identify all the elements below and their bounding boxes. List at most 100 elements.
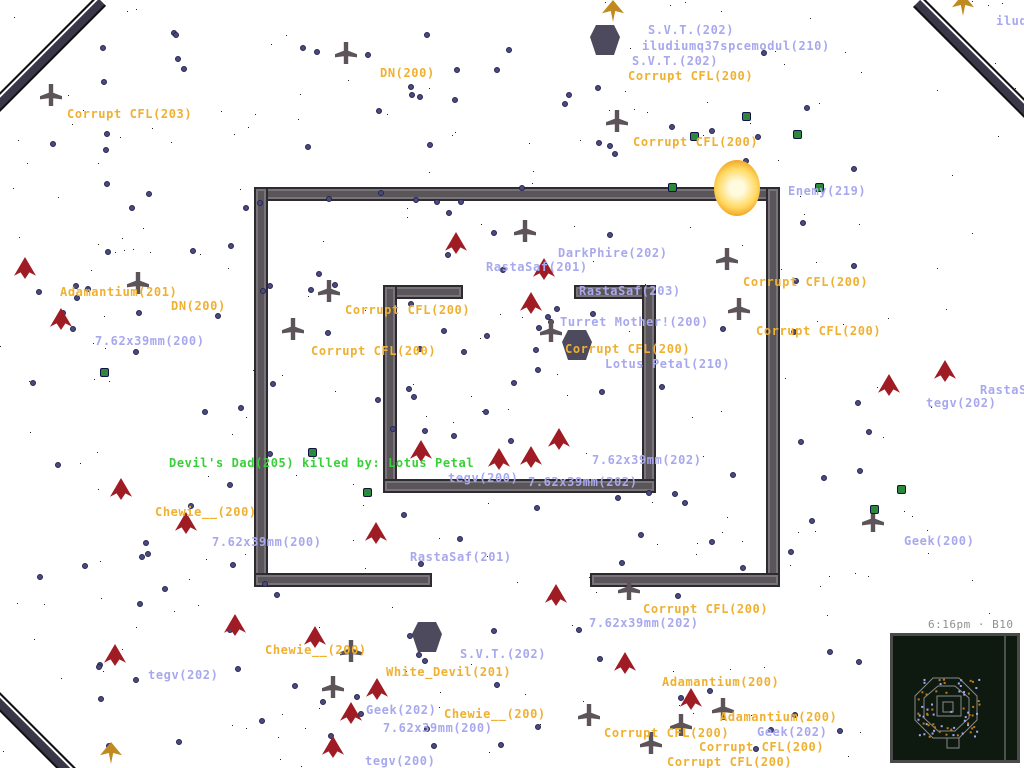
player-name-label: Corrupt CFL(200) (565, 342, 691, 356)
wall-diagonal-bottom-left (0, 692, 85, 768)
background-star (286, 35, 287, 36)
background-star (1015, 88, 1016, 89)
background-star (500, 314, 501, 315)
warbird-ship-icon (545, 584, 567, 606)
background-star (696, 554, 697, 555)
radar-blip (923, 678, 926, 681)
bullet-icon (267, 283, 273, 289)
player-name-label: RastaSaf(203) (579, 284, 681, 298)
background-star (103, 671, 104, 672)
background-star (692, 417, 693, 418)
background-star (61, 678, 62, 679)
bullet-icon (300, 45, 306, 51)
background-star (271, 44, 272, 45)
background-star (150, 252, 151, 253)
bullet-icon (740, 565, 746, 571)
bullet-icon (458, 199, 464, 205)
bullet-icon (30, 380, 36, 386)
background-star (308, 296, 309, 297)
bullet-icon (451, 433, 457, 439)
background-star (645, 284, 646, 285)
bullet-icon (720, 326, 726, 332)
background-star (68, 95, 69, 96)
background-star (800, 196, 801, 197)
bullet-icon (788, 549, 794, 555)
background-star (206, 559, 207, 560)
background-star (189, 579, 190, 580)
bullet-icon (646, 490, 652, 496)
bullet-icon (181, 66, 187, 72)
radar-blip (976, 730, 979, 733)
bullet-icon (417, 94, 423, 100)
wall-inner-bottom (383, 479, 656, 493)
bullet-icon (390, 426, 396, 432)
bullet-icon (866, 429, 872, 435)
radar-minimap[interactable] (890, 633, 1020, 763)
bullet-icon (190, 248, 196, 254)
background-star (703, 135, 704, 136)
background-star (750, 123, 751, 124)
player-name-label: 7.62x39mm(200) (95, 334, 205, 348)
radar-blip (952, 734, 955, 737)
background-star (353, 484, 354, 485)
background-star (697, 543, 698, 544)
background-star (0, 346, 1, 347)
background-star (989, 613, 990, 614)
background-star (855, 573, 856, 574)
background-star (888, 318, 889, 319)
radar-blip (917, 712, 920, 715)
radar-blip (956, 734, 959, 737)
leviathan-ship-icon (562, 330, 592, 360)
bullet-icon (175, 56, 181, 62)
bullet-icon (173, 32, 179, 38)
bullet-icon (483, 409, 489, 415)
bullet-icon (238, 405, 244, 411)
radar-blip (960, 679, 963, 682)
bullet-icon (411, 394, 417, 400)
player-name-label: Corrupt CFL(200) (628, 69, 754, 83)
terrier-ship-icon (602, 0, 624, 22)
radar-blip (946, 727, 949, 730)
background-star (440, 692, 441, 693)
bullet-icon (500, 267, 506, 273)
kill-message: Devil's Dad(205) killed by: Lotus Petal (169, 456, 475, 470)
bullet-icon (607, 143, 613, 149)
player-name-label: 7.62x39mm(200) (383, 721, 493, 735)
bullet-icon (446, 210, 452, 216)
bullet-icon (576, 627, 582, 633)
hud-time: 6:16pm (928, 618, 971, 631)
bullet-icon (139, 554, 145, 560)
player-name-label: White_Devil(201) (386, 665, 512, 679)
radar-blip (939, 683, 942, 686)
warbird-ship-icon (50, 308, 72, 330)
background-star (877, 387, 878, 388)
terrier-ship-icon (100, 742, 122, 764)
bullet-icon (434, 199, 440, 205)
bullet-icon (230, 562, 236, 568)
background-star (17, 603, 18, 604)
background-star (596, 592, 597, 593)
bullet-icon (566, 92, 572, 98)
bullet-icon (422, 428, 428, 434)
bullet-icon (755, 134, 761, 140)
terrier-ship-icon (952, 0, 974, 16)
bullet-icon (424, 726, 430, 732)
javelin-ship-icon (540, 320, 562, 342)
player-name-label: Chewie__(200) (444, 707, 546, 721)
hud-clock: 6:16pm · B10 (928, 618, 1014, 631)
bullet-icon (597, 656, 603, 662)
bullet-icon (607, 232, 613, 238)
background-star (115, 252, 116, 253)
bullet-icon (104, 131, 110, 137)
bullet-icon (562, 101, 568, 107)
player-name-label: S.V.T.(202) (632, 54, 719, 68)
background-star (124, 250, 125, 251)
player-name-label: DarkPhire(202) (558, 246, 668, 260)
bullet-icon (408, 84, 414, 90)
bullet-icon (422, 658, 428, 664)
bullet-icon (98, 696, 104, 702)
bullet-icon (260, 288, 266, 294)
background-star (572, 625, 573, 626)
background-star (685, 2, 686, 3)
